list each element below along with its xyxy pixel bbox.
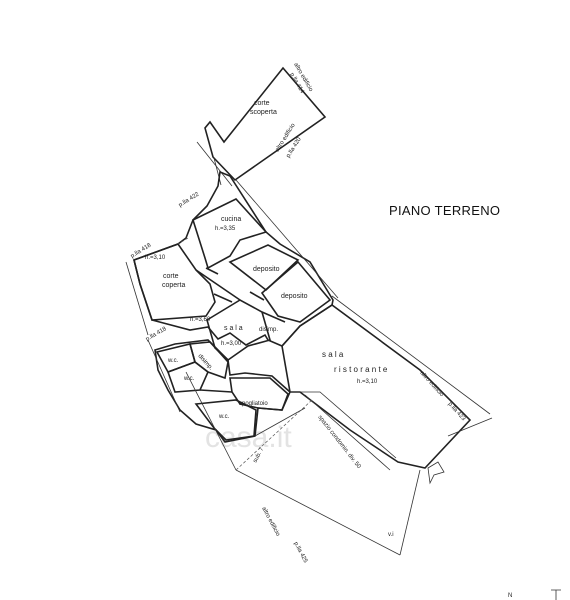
partition-5 [261, 311, 286, 323]
label-cucina: cucina [221, 216, 241, 223]
label-sala-small: s a l a [224, 325, 243, 332]
label-corte-scoperta-2: scoperta [250, 109, 277, 116]
label-h-360: h.=3,60 [190, 317, 211, 323]
kitchen-outline [192, 198, 268, 270]
label-wc-2: w.c. [183, 376, 195, 382]
label-deposito-2: deposito [281, 293, 308, 300]
label-spogliatoio: spogliatoio [239, 401, 268, 407]
partition-1 [195, 269, 241, 301]
floor-title: PIANO TERRENO [389, 203, 501, 218]
partition-3 [205, 267, 219, 275]
dash-line-2 [235, 399, 313, 471]
building-outline-upper [133, 170, 334, 347]
entrance-arrow-icon [427, 461, 445, 485]
deposito-1-outline [228, 244, 300, 292]
label-h-310-a: h.=3,10 [145, 255, 166, 261]
north-arrow-icon [551, 589, 561, 600]
dash-line-1 [177, 237, 189, 245]
spogliatoio-outline [229, 377, 289, 411]
lower-partition [199, 389, 233, 393]
ext-line-bottom [185, 371, 237, 471]
label-corte-coperta-2: coperta [162, 282, 185, 289]
north-label: N [508, 593, 512, 599]
disimp-2-outline [188, 341, 229, 380]
left-ext-line [213, 157, 222, 186]
label-pla-425: p.lla 425 [292, 541, 308, 564]
ext-line-right-top [235, 179, 339, 299]
wc-3-outline [194, 399, 257, 441]
deposito-2-outline [260, 260, 332, 323]
top-boundary-line [196, 141, 233, 187]
ext-line-right [331, 295, 491, 415]
label-corte-coperta-1: corte [163, 273, 179, 280]
label-wc-3: w.c. [218, 414, 230, 420]
partition-2 [213, 293, 233, 303]
ext-line-left2 [147, 339, 181, 413]
label-wc-1: w.c. [167, 358, 179, 364]
ext-line-bottom4 [254, 407, 306, 437]
label-pla-420: p.lla 420 [286, 136, 303, 159]
label-corte-scoperta-1: corte [254, 100, 270, 107]
label-h-300: h.=3,00 [221, 341, 242, 347]
label-altro-edificio-3: altro edificio [419, 370, 445, 398]
ext-line-bottom3 [399, 469, 421, 556]
label-pla-423: p.lla 423 [447, 401, 467, 422]
label-h-335: h.=3,35 [215, 226, 236, 232]
ext-line-left [125, 261, 149, 336]
ext-line-bottom2 [235, 469, 401, 556]
partition-4 [249, 291, 265, 301]
sala-ristorante-outline [281, 304, 472, 469]
label-ristorante: r i s t o r a n t e [334, 365, 388, 374]
ristorante-inner-wall [290, 391, 397, 459]
label-pla-418-b: p.lla 418 [145, 326, 168, 343]
label-deposito-1: deposito [253, 266, 280, 273]
ext-line-right2 [447, 417, 493, 437]
corte-coperta-outline [133, 243, 216, 321]
wc-2-outline [166, 361, 209, 393]
label-h-310-b: h.=3,10 [357, 379, 378, 385]
label-vi: v.i [388, 532, 394, 538]
label-sala-big: s a l a [322, 350, 344, 359]
label-pla-422: p.lla 422 [178, 191, 201, 208]
corte-scoperta-outline [204, 66, 327, 182]
label-altro-edificio-4: altro edificio [260, 506, 281, 538]
label-disimp-1: disimp. [259, 327, 278, 333]
ext-line-bottom5 [304, 394, 391, 471]
